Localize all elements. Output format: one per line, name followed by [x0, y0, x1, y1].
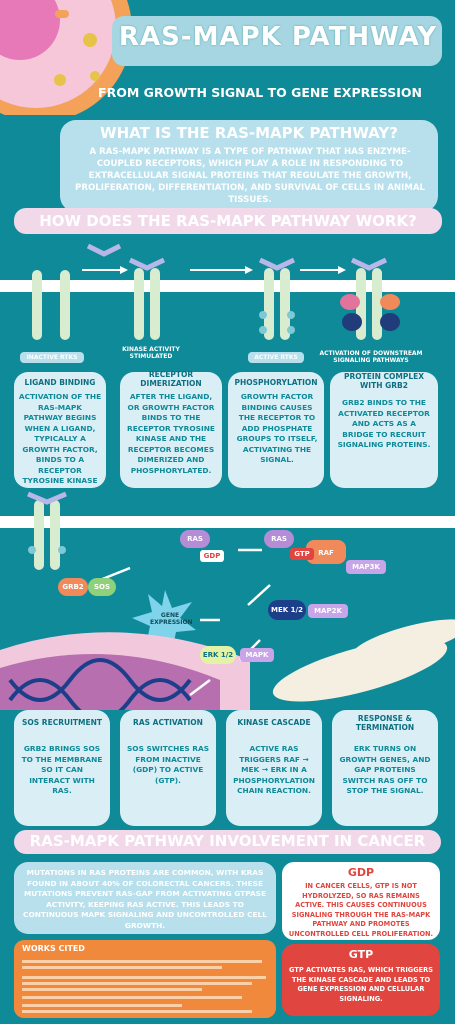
ras-protein-2: RAS	[264, 530, 294, 548]
cancer-heading-bar	[14, 830, 441, 854]
sos-protein: SOS	[88, 578, 116, 596]
step-head: RAS ACTIVATION	[133, 718, 203, 727]
step-text: SOS SWITCHES RAS FROM INACTIVE (GDP) TO …	[126, 744, 210, 785]
cancer-text-box	[14, 862, 276, 934]
step-text: GRB2 BRINGS SOS TO THE MEMBRANE SO IT CA…	[21, 744, 103, 795]
gtp-heading: GTP	[348, 948, 374, 961]
gdp-box	[282, 862, 440, 940]
step-text: GROWTH FACTOR BINDING CAUSES THE RECEPTO…	[236, 392, 318, 464]
step-head: RESPONSE & TERMINATION	[355, 714, 415, 732]
step-text: ACTIVE RAS TRIGGERS RAF → MEK → ERK IN A…	[233, 744, 315, 795]
raf-label: RAF	[318, 549, 334, 557]
step-text: ERK TURNS ON GROWTH GENES, AND GAP PROTE…	[339, 744, 431, 795]
map3k-label: MAP3K	[346, 560, 386, 574]
map2k-label: MAP2K	[308, 604, 348, 618]
step-card-phosphorylation	[228, 372, 324, 488]
cancer-heading: RAS-MAPK PATHWAY INVOLVEMENT IN CANCER	[29, 832, 426, 850]
works-cited-heading: WORKS CITED	[22, 944, 85, 953]
mapk-label: MAPK	[240, 648, 274, 662]
erk-protein: ERK 1/2	[200, 646, 236, 664]
gdp-tag: GDP	[200, 550, 224, 562]
step-head: KINASE CASCADE	[237, 718, 311, 727]
step-card-ras-activation	[120, 710, 216, 826]
step-text: ACTIVATION OF THE RAS-MAPK PATHWAY BEGIN…	[18, 392, 102, 496]
step-card-ligand-binding	[14, 372, 106, 488]
step-card-dimerization	[120, 372, 222, 488]
label-active-rtks: ACTIVE RTKS	[248, 352, 304, 363]
what-box	[60, 120, 438, 212]
page-title: RAS-MAPK PATHWAY	[118, 22, 438, 52]
step-head: LIGAND BINDING	[24, 378, 96, 387]
cascade-diagram	[0, 491, 455, 710]
gtp-text: GTP ACTIVATES RAS, WHICH TRIGGERS THE KI…	[289, 966, 433, 1003]
cell-illustration	[0, 0, 132, 115]
step-card-sos-recruitment	[14, 710, 110, 826]
works-cited-lines	[22, 960, 266, 1013]
grb2-protein: GRB2	[58, 578, 88, 596]
step-card-kinase-cascade	[226, 710, 322, 826]
step-text: AFTER THE LIGAND, OR GROWTH FACTOR BINDS…	[127, 392, 215, 475]
step-card-termination	[332, 710, 438, 826]
title-background	[112, 16, 442, 66]
what-heading: WHAT IS THE RAS-MAPK PATHWAY?	[100, 124, 398, 142]
step-head: SOS RECRUITMENT	[22, 718, 102, 727]
label-inactive-rtks: INACTIVE RTKS	[20, 352, 84, 363]
how-heading: HOW DOES THE RAS-MAPK PATHWAY WORK?	[39, 212, 417, 230]
cancer-text: MUTATIONS IN RAS PROTEINS ARE COMMON, WI…	[23, 868, 267, 930]
label-downstream-activation: ACTIVATION OF DOWNSTREAM SIGNALING PATHW…	[319, 350, 423, 364]
page-subtitle: FROM GROWTH SIGNAL TO GENE EXPRESSION	[98, 85, 422, 100]
gtp-tag: GTP	[290, 548, 314, 560]
gtp-box	[282, 944, 440, 1016]
step-head: PHOSPHORYLATION	[234, 378, 318, 387]
step-head: RECEPTOR DIMERIZATION	[140, 370, 202, 388]
what-text: A RAS-MAPK PATHWAY IS A TYPE OF PATHWAY …	[75, 147, 425, 205]
gdp-text: IN CANCER CELLS, GTP IS NOT HYDROLYZED, …	[288, 882, 434, 938]
how-heading-bar	[14, 208, 442, 234]
ras-protein-1: RAS	[180, 530, 210, 548]
step-head: PROTEIN COMPLEX WITH GRB2	[343, 372, 425, 390]
receptor-diagram	[0, 243, 455, 340]
label-kinase-activity: KINASE ACTIVITY STIMULATED	[122, 346, 180, 360]
step-text: GRB2 BINDS TO THE ACTIVATED RECEPTOR AND…	[337, 398, 431, 449]
step-card-grb2-complex	[330, 372, 438, 488]
gdp-heading: GDP	[347, 866, 375, 879]
mek-protein: MEK 1/2	[268, 600, 306, 620]
gene-expression-label: GENE EXPRESSION	[150, 612, 193, 626]
